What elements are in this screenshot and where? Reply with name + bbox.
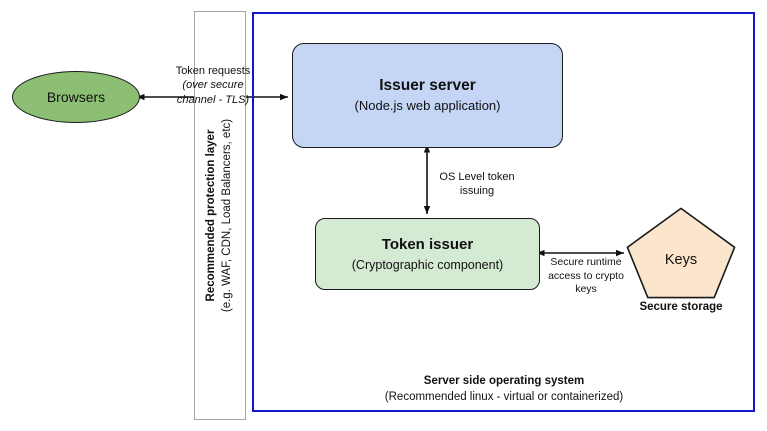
edge-label-token-requests: Token requests (over secure channel - TL… (157, 64, 269, 107)
server-side-os-subtitle: (Recommended linux - virtual or containe… (384, 390, 624, 403)
edge-label-secure-runtime-line2: access to crypto (548, 269, 624, 282)
protection-layer-container (194, 11, 246, 420)
node-issuer-server[interactable]: Issuer server (Node.js web application) (292, 43, 563, 148)
node-keys-caption: Secure storage (639, 301, 723, 313)
node-browsers-label: Browsers (46, 89, 106, 105)
edge-label-secure-runtime-access: Secure runtime access to crypto keys (543, 256, 629, 297)
node-token-issuer-subtitle: (Cryptographic component) (351, 257, 504, 272)
node-token-issuer-title: Token issuer (381, 236, 474, 254)
node-token-issuer[interactable]: Token issuer (Cryptographic component) (315, 218, 540, 290)
server-side-os-caption: Server side operating system (Recommende… (260, 374, 748, 405)
server-side-os-container (252, 12, 755, 412)
edge-label-token-requests-line2: (over secure (182, 79, 244, 92)
edge-label-os-level-line2: issuing (459, 185, 495, 198)
edge-label-secure-runtime-line1: Secure runtime (550, 256, 622, 268)
node-issuer-server-subtitle: (Node.js web application) (354, 98, 501, 114)
node-keys-label: Keys (664, 252, 698, 268)
edge-label-token-requests-line1: Token requests (175, 65, 251, 77)
node-keys-shape[interactable] (626, 207, 736, 299)
node-browsers[interactable]: Browsers (12, 71, 140, 123)
node-issuer-server-title: Issuer server (379, 76, 476, 94)
edge-label-token-requests-line3: channel - TLS) (176, 93, 250, 106)
protection-layer-title: Recommended protection layer (205, 129, 218, 302)
edge-label-os-level-line1: OS Level token (439, 171, 515, 183)
node-keys-label-wrap: Keys (626, 207, 736, 299)
edge-label-os-level-token-issuing: OS Level token issuing (423, 170, 531, 199)
protection-layer-subtitle: (e.g. WAF, CDN, Load Balancers, etc) (221, 118, 234, 313)
edge-label-secure-runtime-line3: keys (575, 283, 597, 296)
server-side-os-title: Server side operating system (423, 375, 585, 387)
